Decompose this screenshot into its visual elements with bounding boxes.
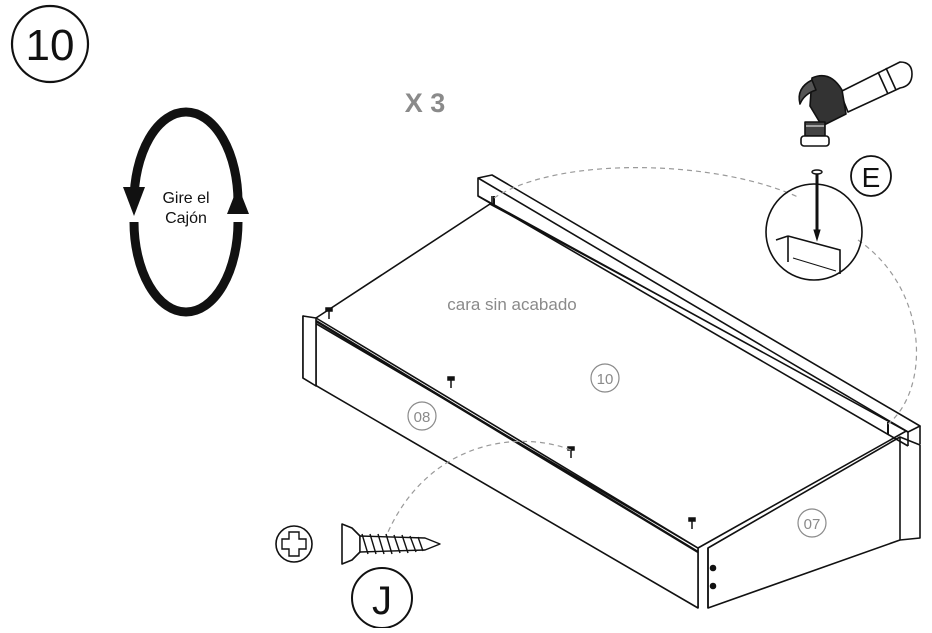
screw-mark	[688, 517, 696, 529]
rotate-arrows-icon	[123, 107, 249, 317]
part-number-side: 08	[414, 409, 431, 426]
rotate-label-line2: Cajón	[165, 210, 207, 227]
rotate-label-line1: Gire el	[162, 190, 209, 207]
hardware-letter-nail: E	[862, 162, 881, 193]
quantity-label: X 3	[405, 88, 446, 118]
nail-guide-line	[493, 167, 801, 199]
part-label-front: 07	[797, 508, 827, 538]
surface-note: cara sin acabado	[447, 295, 576, 314]
screw-guide-line	[387, 440, 572, 533]
hardware-label-nail: E	[850, 155, 892, 197]
step-badge: 10	[10, 4, 90, 84]
part-label-bottom: 10	[590, 363, 620, 393]
part-number-front: 07	[804, 516, 821, 533]
hardware-label-screw: J	[351, 567, 413, 629]
step-number: 10	[26, 21, 75, 70]
part-number-bottom: 10	[597, 371, 614, 388]
hardware-letter-screw: J	[372, 579, 392, 623]
phillips-head-icon	[275, 525, 313, 563]
nail-icon	[811, 169, 823, 242]
nail-detail-magnifier	[765, 183, 863, 281]
screw-mark	[325, 307, 333, 319]
screw-mark	[447, 376, 455, 388]
nail-guide-line	[857, 239, 918, 425]
screw-icon	[341, 523, 441, 565]
part-label-side: 08	[407, 401, 437, 431]
rear-rail	[477, 174, 921, 433]
hammer-icon	[798, 61, 913, 147]
